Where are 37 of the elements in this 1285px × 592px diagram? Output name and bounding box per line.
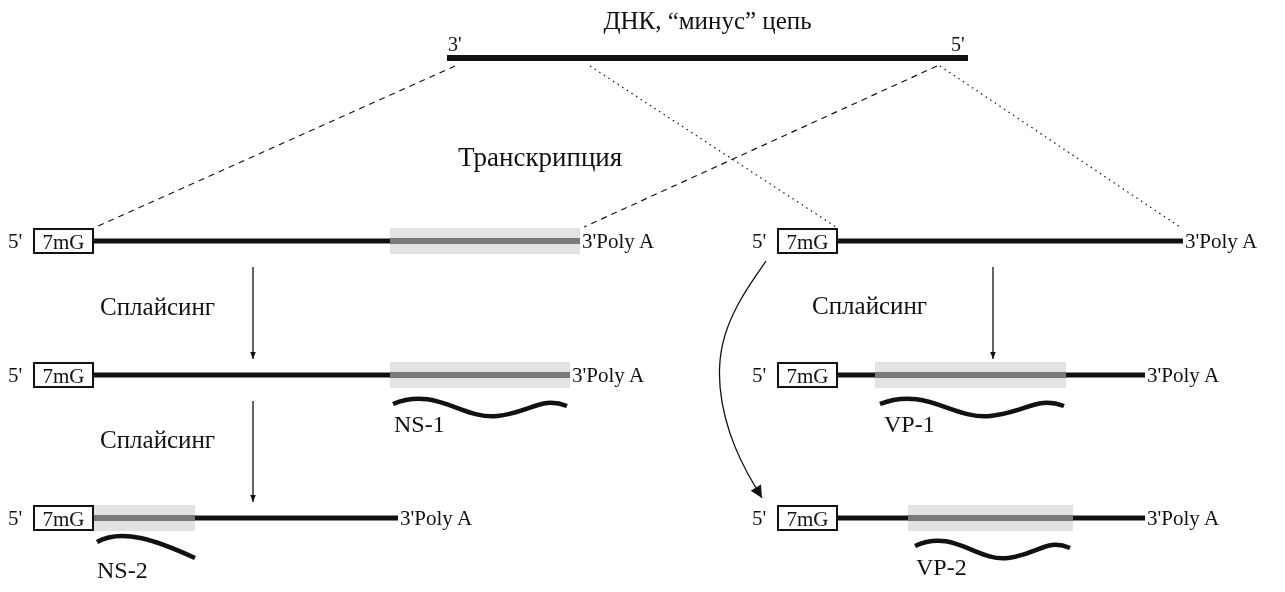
projection-line bbox=[939, 65, 1181, 228]
protein-label: NS-2 bbox=[97, 558, 148, 582]
end-label: 5' bbox=[8, 508, 23, 529]
end-label: 5' bbox=[8, 365, 23, 386]
projection-line bbox=[583, 65, 938, 228]
end-label: 3'Poly A bbox=[1147, 365, 1220, 386]
end-label: 5' bbox=[8, 231, 23, 252]
edge-label: Сплайсинг bbox=[100, 294, 216, 319]
strand-title: ДНК, “минус” цепь bbox=[603, 8, 812, 33]
arrow bbox=[250, 266, 256, 360]
end-label: 3'Poly A bbox=[572, 365, 645, 386]
end-label: 3'Poly A bbox=[1185, 231, 1258, 252]
end-label: 5' bbox=[951, 34, 965, 54]
edge-label: Сплайсинг bbox=[100, 427, 216, 452]
cap-label: 7mG bbox=[777, 228, 838, 254]
end-label: 3' bbox=[448, 34, 462, 54]
end-label: 3'Poly A bbox=[582, 231, 655, 252]
cap-label: 7mG bbox=[777, 362, 838, 388]
arrow bbox=[718, 260, 767, 499]
cap-label: 7mG bbox=[777, 505, 838, 531]
end-label: 3'Poly A bbox=[400, 508, 473, 529]
end-label: 3'Poly A bbox=[1147, 508, 1220, 529]
cap-label: 7mG bbox=[33, 505, 94, 531]
protein-label: NS-1 bbox=[394, 412, 445, 436]
process-label: Транскрипция bbox=[458, 144, 623, 171]
end-label: 5' bbox=[752, 365, 767, 386]
arrow bbox=[990, 266, 996, 360]
protein-label: VP-1 bbox=[884, 412, 935, 436]
projection-line bbox=[95, 65, 456, 228]
end-label: 5' bbox=[752, 231, 767, 252]
end-label: 5' bbox=[752, 508, 767, 529]
protein-label: VP-2 bbox=[916, 555, 967, 579]
cap-label: 7mG bbox=[33, 228, 94, 254]
edge-label: Сплайсинг bbox=[812, 293, 928, 318]
projection-line bbox=[589, 65, 837, 228]
arrow bbox=[250, 400, 256, 503]
cap-label: 7mG bbox=[33, 362, 94, 388]
